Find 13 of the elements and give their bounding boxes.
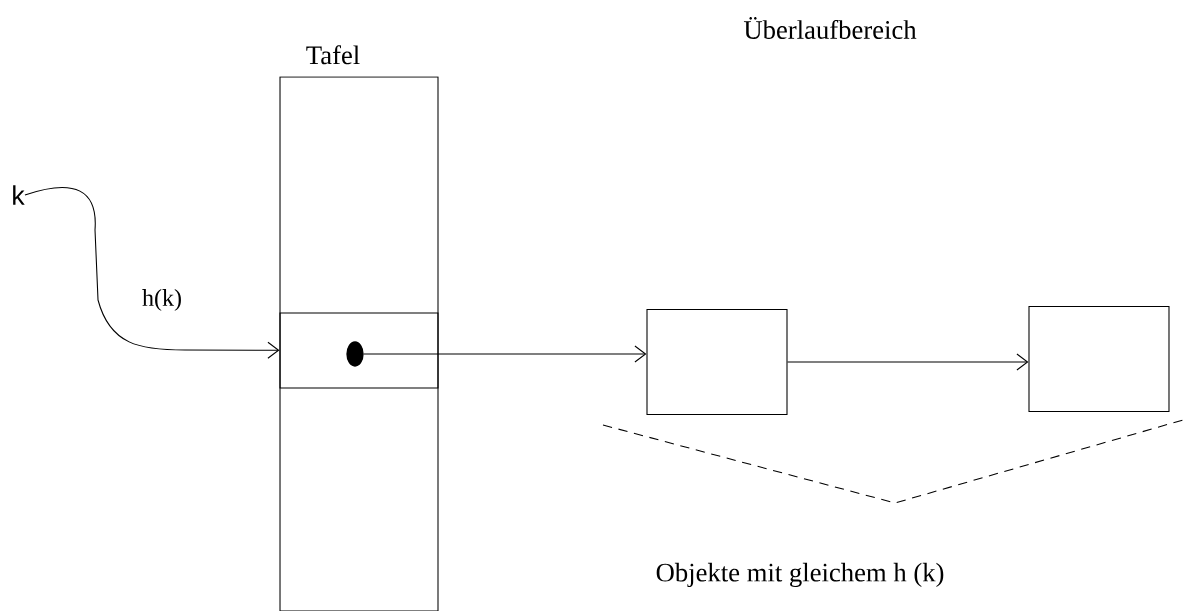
object-box: [646, 308, 788, 416]
edge-label: h(k): [140, 287, 184, 313]
pointer-dot: [346, 341, 364, 367]
area-label: Überlaufbereich: [743, 17, 917, 39]
object-box: [1028, 305, 1170, 413]
table-slot: [279, 312, 439, 389]
node-label: Tafel: [306, 45, 360, 65]
area-label: Objekte mit gleichem h (k): [656, 562, 944, 588]
arrow: [24, 187, 280, 359]
table-column: Tafel: [279, 45, 439, 611]
arrow: [787, 353, 1029, 371]
arrow: [363, 345, 647, 363]
key-label: k: [13, 185, 25, 205]
